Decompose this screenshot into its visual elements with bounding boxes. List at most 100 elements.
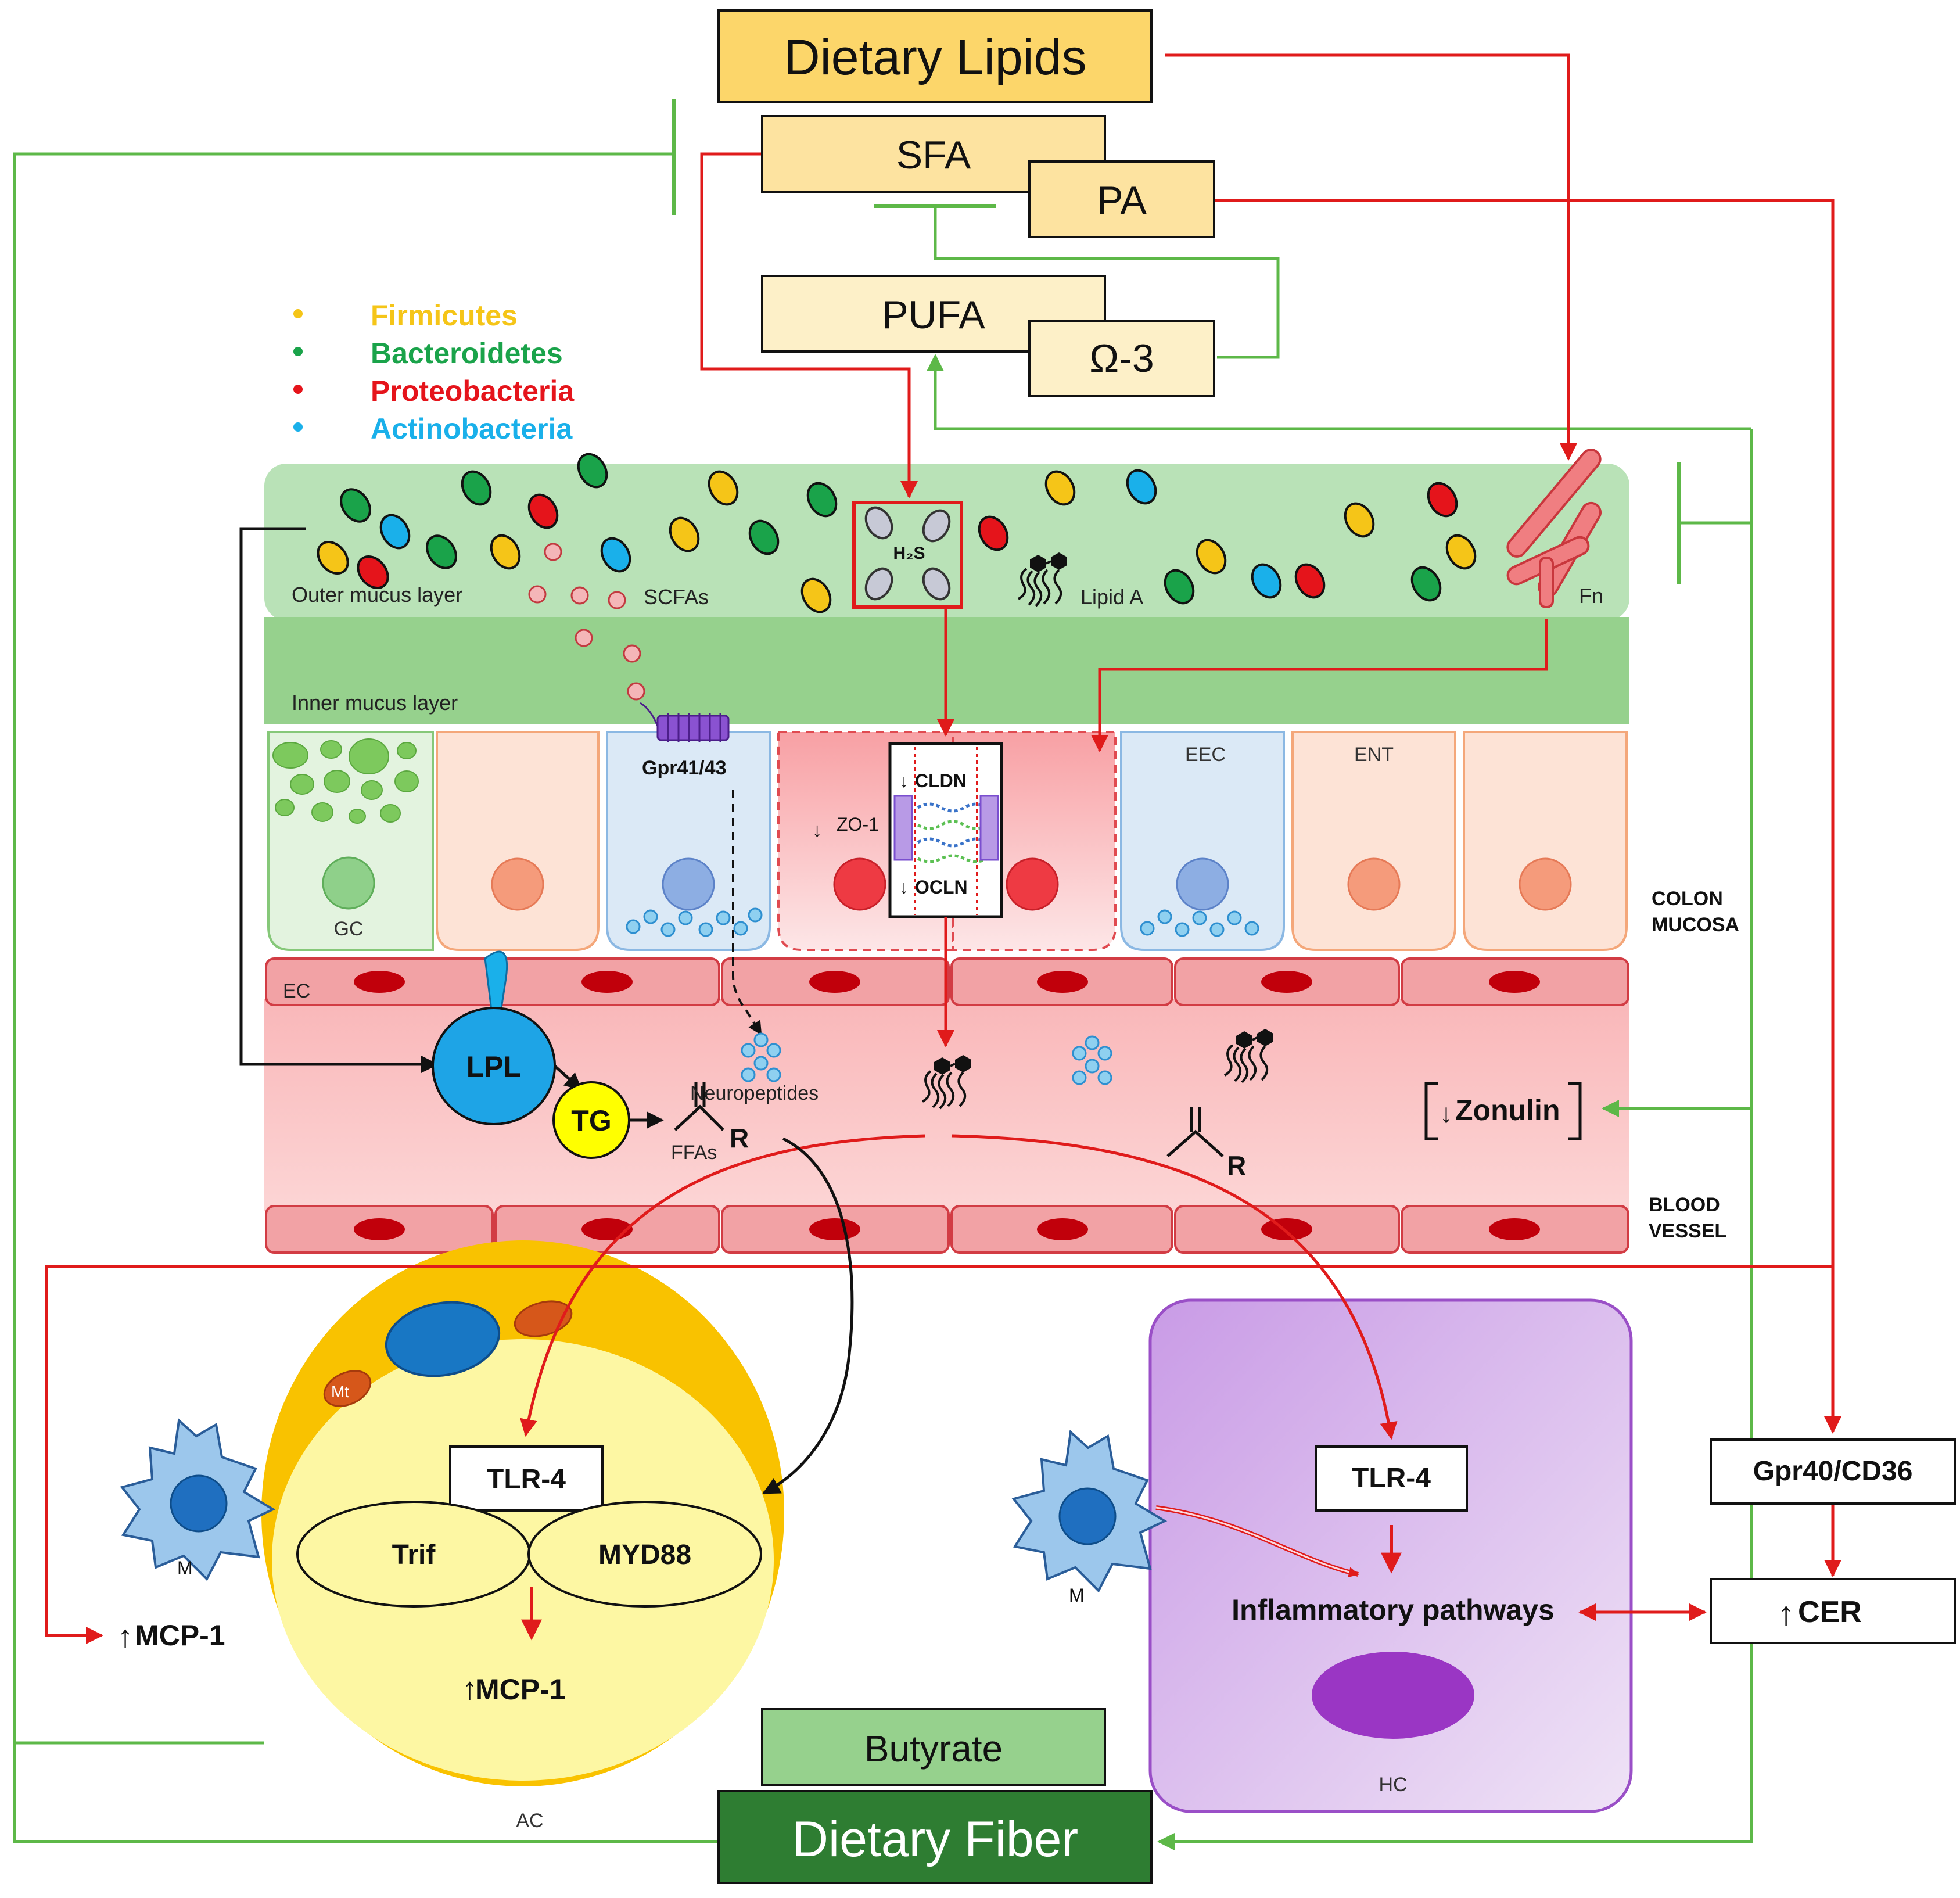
endothelial-layer-top — [265, 957, 1629, 1006]
bacterium-17 — [1126, 469, 1157, 505]
legend-proteobacteria: Proteobacteria — [371, 375, 575, 407]
lpl-label: LPL — [466, 1050, 521, 1083]
pufa-label: PUFA — [882, 293, 985, 337]
mucosa-label: MUCOSA — [1652, 914, 1739, 936]
legend-actinobacteria: Actinobacteria — [371, 412, 573, 445]
goblet-granules — [272, 738, 419, 824]
zo1-label: ZO-1 — [837, 814, 879, 835]
colon-label: COLON — [1652, 888, 1723, 910]
fiber-inhibit-line — [13, 152, 717, 1843]
bacterium-14 — [800, 577, 832, 613]
bacterium-15 — [978, 515, 1009, 551]
nucleus-3 — [662, 857, 715, 911]
bacterium-9 — [600, 537, 631, 573]
mcp1-inner-label: MCP-1 — [475, 1673, 566, 1706]
vessel-label: VESSEL — [1649, 1220, 1726, 1242]
outer-mucus-layer — [264, 464, 1629, 620]
butyrate-box — [761, 1708, 1106, 1786]
ent-label: ENT — [1354, 744, 1394, 766]
bacterium-20 — [1251, 563, 1282, 599]
gpr41-43-label: Gpr41/43 — [642, 757, 727, 779]
tlr4-hc-label: TLR-4 — [1352, 1463, 1431, 1494]
tlr4-box-hc — [1315, 1445, 1468, 1512]
bacterium-7 — [527, 493, 559, 529]
dietary-fiber-box — [717, 1790, 1153, 1884]
neuropeptide-clusters — [741, 1032, 1112, 1085]
lipid-a-icon-0 — [1017, 552, 1067, 607]
nucleus-8 — [1519, 857, 1572, 911]
gpr40-cd36-box — [1710, 1438, 1956, 1505]
legend: Firmicutes Bacteroidetes Proteobacteria … — [293, 299, 575, 445]
pa-label: PA — [1097, 178, 1147, 223]
ac-label: AC — [516, 1810, 543, 1832]
bacterium-21 — [1294, 563, 1326, 599]
pa-to-gpr40-arrow — [1215, 199, 1841, 1434]
mucus-to-lpl-arrow — [239, 527, 439, 1073]
zonulin-label: Zonulin — [1455, 1094, 1560, 1126]
fn-label: Fn — [1579, 584, 1603, 608]
bacterium-12 — [748, 519, 780, 555]
bacterium-4 — [426, 534, 457, 569]
mt-label: Mt — [331, 1383, 349, 1401]
neuropeptides-label: Neuropeptides — [690, 1082, 819, 1104]
tlr4-box-ac — [449, 1445, 604, 1512]
lipids-to-fn-arrow — [1165, 53, 1577, 461]
macrophage-left-icon — [120, 1418, 276, 1581]
dietary-fiber-label: Dietary Fiber — [792, 1811, 1078, 1867]
omega3-inhibit-line — [934, 206, 1280, 359]
up-arrow-mcp1-inner: ↑ — [462, 1671, 478, 1706]
bacterium-19 — [1196, 539, 1227, 575]
r-label-2: R — [1227, 1150, 1246, 1181]
bacterium-1 — [379, 514, 411, 550]
adipocyte-nucleus — [385, 1301, 501, 1377]
dietary-lipids-label: Dietary Lipids — [784, 30, 1087, 85]
lipid-a-glyphs — [921, 552, 1273, 1110]
bacterium-0 — [340, 488, 371, 523]
lipid-a-icon-1 — [921, 1055, 971, 1110]
zonulin-brackets — [1424, 1082, 1582, 1140]
eec-granules — [626, 907, 1259, 937]
down-arrow-zo1: ↓ — [812, 819, 822, 841]
endothelial-layer-bottom — [265, 1205, 1629, 1254]
myd88-label: MYD88 — [598, 1540, 691, 1570]
h2s-bacteria — [864, 506, 951, 601]
sfa-label: SFA — [896, 133, 971, 177]
omega3-label: Ω-3 — [1089, 336, 1154, 381]
bacterium-11 — [708, 470, 739, 506]
inflammatory-pathways-label: Inflammatory pathways — [1232, 1594, 1555, 1626]
macrophage-label-left: M — [177, 1558, 193, 1578]
bacterium-5 — [490, 534, 521, 570]
h2s-box — [852, 501, 963, 609]
sfa-to-h2s-arrow — [700, 152, 918, 498]
tg-circle — [552, 1081, 630, 1159]
nucleus-gc — [322, 856, 375, 910]
outer-mucus-label: Outer mucus layer — [292, 583, 462, 607]
bacterium-8 — [577, 453, 608, 489]
bacterium-2 — [317, 541, 349, 575]
cer-box — [1710, 1578, 1956, 1644]
nucleus-6 — [1176, 857, 1229, 911]
cer-label: CER — [1798, 1595, 1862, 1629]
scfa-particles — [528, 543, 645, 701]
blood-label: BLOOD — [1649, 1194, 1720, 1216]
bacterium-3 — [357, 555, 389, 589]
dietary-lipids-box — [717, 9, 1153, 103]
ffas-label: FFAs — [671, 1142, 717, 1164]
butyrate-label: Butyrate — [864, 1728, 1003, 1770]
mitochondrion-icon — [323, 1370, 372, 1407]
legend-firmicutes: Firmicutes — [371, 299, 518, 332]
gc-label: GC — [334, 918, 364, 940]
trif-label: Trif — [392, 1540, 436, 1570]
macrophage-right-icon — [1011, 1429, 1168, 1593]
bacterium-22 — [1344, 502, 1375, 538]
myd88-ellipse — [527, 1501, 762, 1608]
gpr41-43-receptor-icon — [640, 702, 730, 742]
nucleus-7 — [1347, 857, 1401, 911]
up-arrow-mcp1-outer: ↑ — [117, 1619, 133, 1654]
h2s-label: H₂S — [893, 544, 925, 563]
bacterium-23 — [1410, 566, 1442, 602]
eec-cell — [1120, 731, 1285, 951]
bacterium-10 — [669, 516, 700, 552]
mcp1-outer-label: MCP-1 — [135, 1619, 225, 1652]
fusobacterium-icon — [1506, 449, 1602, 608]
